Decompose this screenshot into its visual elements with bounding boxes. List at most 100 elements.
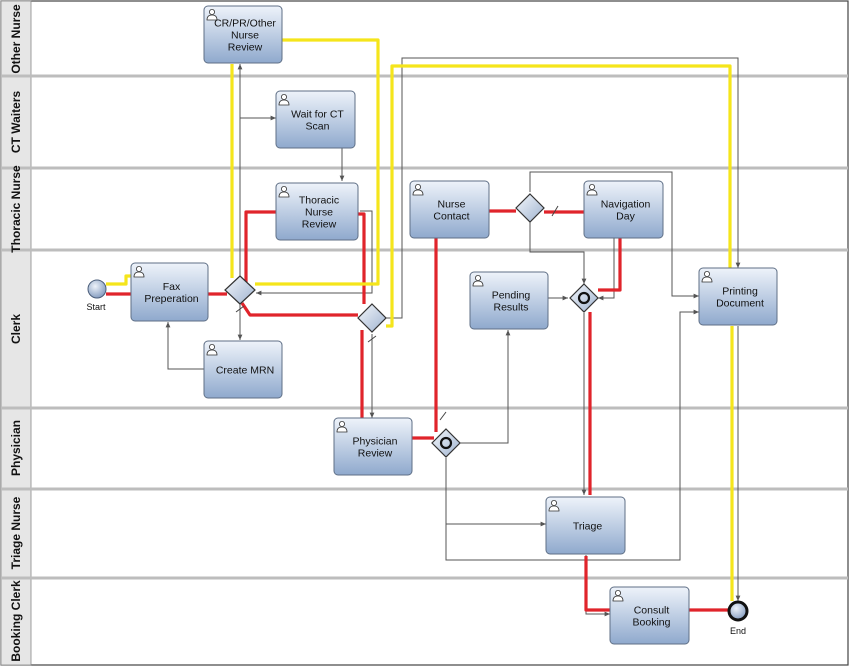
lane-label-triage-nurse: Triage Nurse [9,496,23,569]
task-label-line: Preperation [144,293,198,305]
yellow-gw2-to-printing [386,64,732,328]
flow-gw4-to-printing [529,171,699,299]
task-label-line: Triage [573,521,603,533]
task-box [698,267,778,326]
lane-label-thoracic-nurse: Thoracic Nurse [9,165,23,253]
gateway-merge-inclusive [569,283,599,313]
flow-gw2-to-printing-top [386,57,741,319]
task-label-line: Wait for CT [291,109,344,121]
start-event: Start [86,279,107,312]
flow-gw3-to-pending [460,330,511,444]
user-icon [701,270,713,283]
task-label-line: Booking [633,617,671,629]
user-icon [586,183,598,196]
sequence-flows [165,57,741,617]
task-label-line: Review [228,42,263,54]
task-label-line: Scan [306,121,330,133]
task-mrn: Create MRN [203,340,283,399]
user-icon [336,420,348,433]
task-label-line: Nurse [231,30,259,42]
task-box [583,180,664,239]
task-box [469,271,549,330]
red-thoracic-down [356,212,366,304]
red-triage-to-consult [584,556,610,612]
end-label: End [730,626,746,636]
flow-navday-to-merge [598,238,615,301]
task-label-line: Results [493,302,528,314]
task-label-line: Nurse [305,207,333,219]
start-label: Start [86,302,106,312]
task-label-line: CR/PR/Other [214,18,276,30]
user-icon [278,185,290,198]
task-box [333,417,413,476]
task-box [203,340,283,399]
red-gw1-to-gw2 [240,302,358,317]
user-icon [278,94,290,106]
user-icon [412,183,424,196]
end-event: End [727,600,749,636]
yellow-path [106,38,734,601]
user-icon [612,590,624,602]
task-box [545,496,626,555]
user-icon [133,265,145,278]
task-box [609,586,690,645]
task-label-line: Navigation [601,199,651,211]
task-label-line: Document [716,298,764,310]
yellow-start-to-fax [106,274,131,286]
lane-label-ct-waiters: CT Waiters [9,91,23,154]
user-icon [206,8,218,21]
task-label-line: Consult [634,605,670,617]
lane-label-clerk: Clerk [9,314,23,344]
task-box [203,5,283,64]
task-label-line: Fax [163,281,181,293]
task-label-line: Physician [353,436,398,448]
task-box [275,90,356,149]
task-box [275,182,359,241]
tasks: FaxPreperationCR/PR/OtherNurseReviewWait… [130,5,778,645]
user-icon [472,274,484,287]
gateway-fax-split [224,275,256,305]
flow-mrn-to-fax [165,322,204,370]
lane-header-column [0,0,32,666]
lane-label-other-nurse: Other Nurse [9,4,23,74]
task-label-line: Create MRN [216,365,274,377]
task-label-line: Contact [433,211,469,223]
task-label-line: Review [302,219,337,231]
lane-label-physician: Physician [9,420,23,476]
user-icon [206,343,218,356]
default-flow-markers [235,205,559,421]
task-label-line: Day [616,211,635,223]
user-icon [548,499,560,512]
gateway-physician-inclusive [431,428,461,458]
task-label-line: Thoracic [299,195,339,207]
task-label-line: Printing [722,286,758,298]
lane-separators [1,74,848,580]
flow-thoracic-to-gw1 [255,210,373,296]
task-label-line: Nurse [437,199,465,211]
gateway-clerk-join [357,303,387,333]
task-label-line: Pending [492,290,531,302]
lane-label-booking-clerk: Booking Clerk [9,580,23,662]
flow-gw4-to-merge [529,222,587,284]
red-navday-to-merge [598,238,622,292]
lane-labels: Other Nurse CT Waiters Thoracic Nurse Cl… [9,4,23,662]
task-label-line: Review [358,448,393,460]
yellow-crpr-loop [255,38,380,286]
task-triage: Triage [545,496,626,555]
gateways [224,193,599,458]
flow-gw3-to-printing [445,309,699,561]
red-gw1-to-thoracic [244,210,276,282]
gateway-nurse-contact-split [515,193,545,223]
red-path [106,209,729,612]
